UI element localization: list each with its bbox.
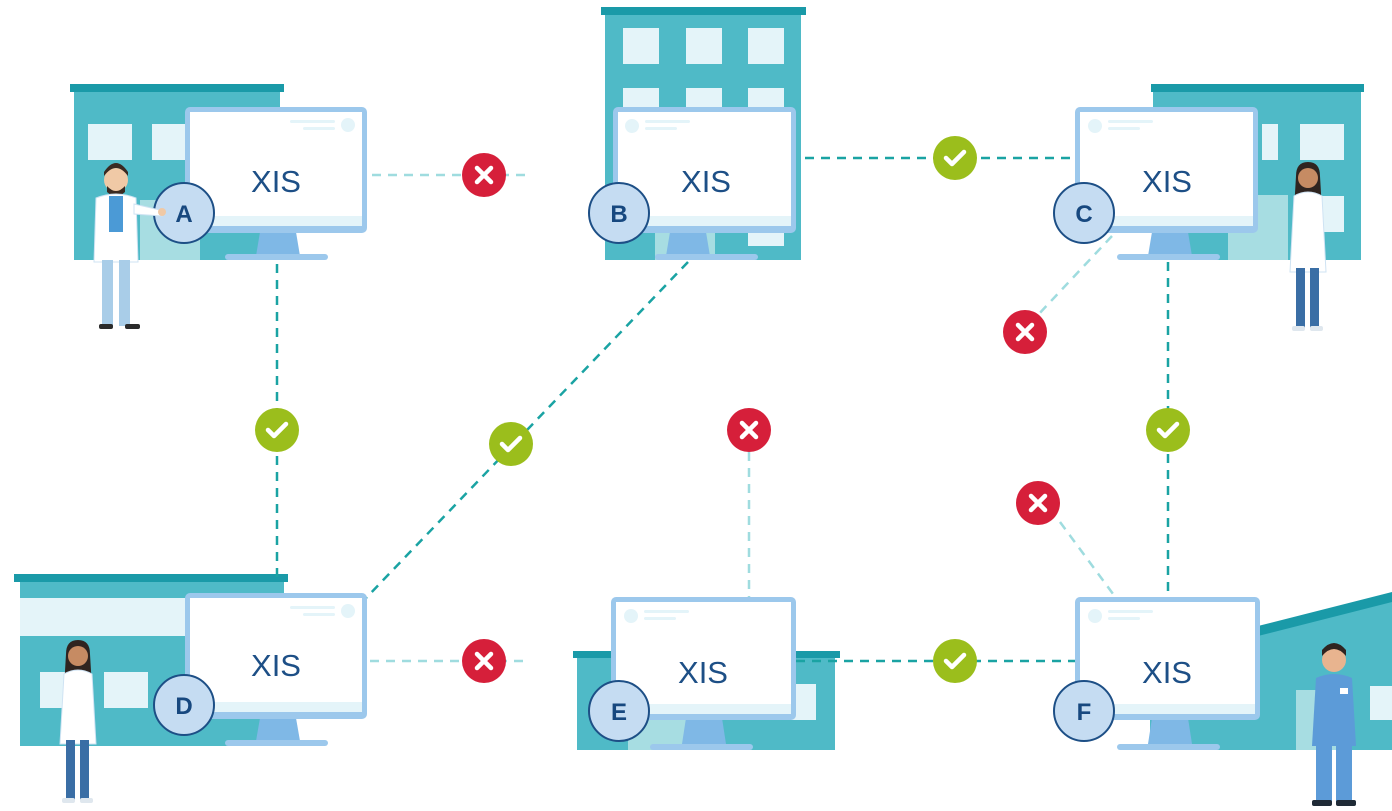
badge-d: D [153, 674, 215, 736]
node-label-f: XIS [1142, 655, 1192, 690]
node-label-b: XIS [681, 164, 731, 199]
monitor-b: XIS [613, 107, 796, 260]
link-f-fail [1058, 521, 1118, 599]
monitor-f: XIS [1075, 597, 1260, 750]
badge-letter-d: D [175, 693, 192, 720]
doctor-man-figure [93, 163, 166, 329]
badge-e: E [588, 680, 650, 742]
node-label-a: XIS [251, 164, 301, 199]
link-c-fail [1036, 235, 1113, 317]
cross-icon [1016, 481, 1060, 525]
nurse-man-figure [1312, 643, 1356, 806]
badge-c: C [1053, 182, 1115, 244]
monitor-e: XIS [611, 597, 796, 750]
doctor-woman-figure [1289, 162, 1327, 331]
cross-icon [462, 153, 506, 197]
cross-icon [462, 639, 506, 683]
node-label-d: XIS [251, 648, 301, 683]
monitor-d: XIS [185, 593, 367, 746]
cross-icon [727, 408, 771, 452]
badge-letter-e: E [611, 699, 627, 726]
badge-letter-f: F [1077, 699, 1092, 726]
doctor-woman-figure [59, 640, 97, 803]
badge-f: F [1053, 680, 1115, 742]
check-icon [933, 136, 977, 180]
badge-letter-b: B [610, 201, 627, 228]
monitor-a: XIS [185, 107, 367, 260]
badge-letter-a: A [175, 201, 192, 228]
node-label-e: XIS [678, 655, 728, 690]
check-icon [1146, 408, 1190, 452]
cross-icon [1003, 310, 1047, 354]
check-icon [489, 422, 533, 466]
badge-a: A [153, 182, 215, 244]
check-icon [255, 408, 299, 452]
badge-b: B [588, 182, 650, 244]
check-icon [933, 639, 977, 683]
badge-letter-c: C [1075, 201, 1092, 228]
node-label-c: XIS [1142, 164, 1192, 199]
